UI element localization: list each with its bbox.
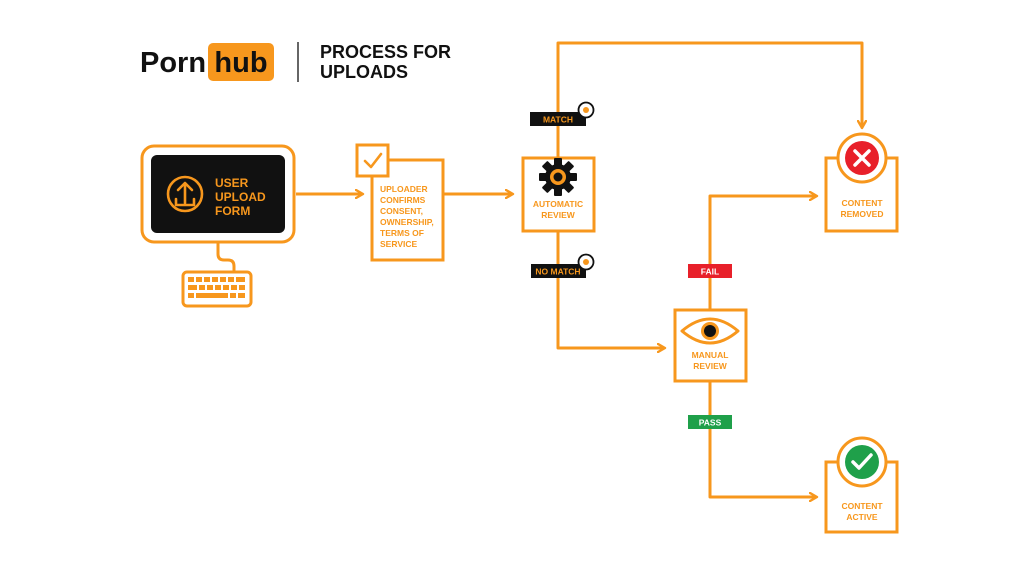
user-upload-form-node: USER UPLOAD FORM	[140, 144, 296, 308]
x-circle-icon	[836, 132, 888, 184]
upload-form-label-line1: USER	[215, 176, 249, 190]
gear-icon	[539, 158, 577, 196]
check-circle-icon	[836, 436, 888, 488]
logo: Porn hub	[140, 43, 274, 81]
page-title-line1: PROCESS FOR	[320, 42, 451, 62]
logo-porn-text: Porn	[140, 47, 206, 79]
content-active-label-line2: ACTIVE	[846, 512, 878, 522]
content-active-label-line1: CONTENT	[841, 501, 883, 511]
manual-review-node: MANUAL REVIEW	[673, 308, 748, 383]
manual-review-label-line1: MANUAL	[692, 350, 729, 360]
monitor-screen	[151, 155, 285, 233]
pass-tag-label: PASS	[699, 418, 722, 428]
pass-tag: PASS	[688, 415, 732, 429]
uploader-text-line1: UPLOADER	[380, 184, 428, 194]
uploader-confirms-node: UPLOADER CONFIRMS CONSENT, OWNERSHIP, TE…	[355, 143, 445, 262]
fail-tag-label: FAIL	[701, 267, 719, 277]
no-match-tag: NO MATCH	[531, 253, 595, 278]
monitor-cable	[216, 242, 236, 272]
edge-pass-to-active	[708, 382, 816, 497]
upload-form-label-line2: UPLOAD	[215, 190, 266, 204]
logo-hub-text: hub	[214, 47, 267, 79]
uploader-text-line5: TERMS OF	[380, 228, 424, 238]
upload-icon	[166, 175, 204, 213]
no-match-tag-label: NO MATCH	[535, 267, 580, 277]
match-badge-dot-icon	[583, 107, 589, 113]
automatic-review-label-line2: REVIEW	[541, 210, 576, 220]
edge-nomatch-to-manual	[556, 232, 664, 348]
edge-fail-to-removed	[708, 196, 816, 310]
content-active-node: CONTENT ACTIVE	[824, 436, 899, 534]
logo-hub-box	[208, 43, 274, 81]
uploader-text-line3: CONSENT,	[380, 206, 423, 216]
eye-icon	[680, 317, 740, 345]
manual-review-label-line2: REVIEW	[693, 361, 728, 371]
keyboard-icon	[181, 270, 253, 308]
edge-match-to-removed	[556, 41, 862, 158]
content-removed-label-line2: REMOVED	[841, 209, 884, 219]
page-title-line2: UPLOADS	[320, 62, 408, 82]
no-match-badge-dot-icon	[583, 259, 589, 265]
uploader-text-line4: OWNERSHIP,	[380, 217, 434, 227]
uploader-text-line2: CONFIRMS	[380, 195, 426, 205]
content-removed-label-line1: CONTENT	[841, 198, 883, 208]
upload-form-label-line3: FORM	[215, 204, 250, 218]
content-removed-node: CONTENT REMOVED	[824, 132, 899, 233]
match-tag: MATCH	[530, 101, 595, 126]
checkbox-check-icon	[355, 143, 390, 178]
automatic-review-node: AUTOMATIC REVIEW	[521, 156, 596, 233]
fail-tag: FAIL	[688, 264, 732, 278]
match-tag-label: MATCH	[543, 115, 573, 125]
uploader-text-line6: SERVICE	[380, 239, 417, 249]
automatic-review-label-line1: AUTOMATIC	[533, 199, 583, 209]
